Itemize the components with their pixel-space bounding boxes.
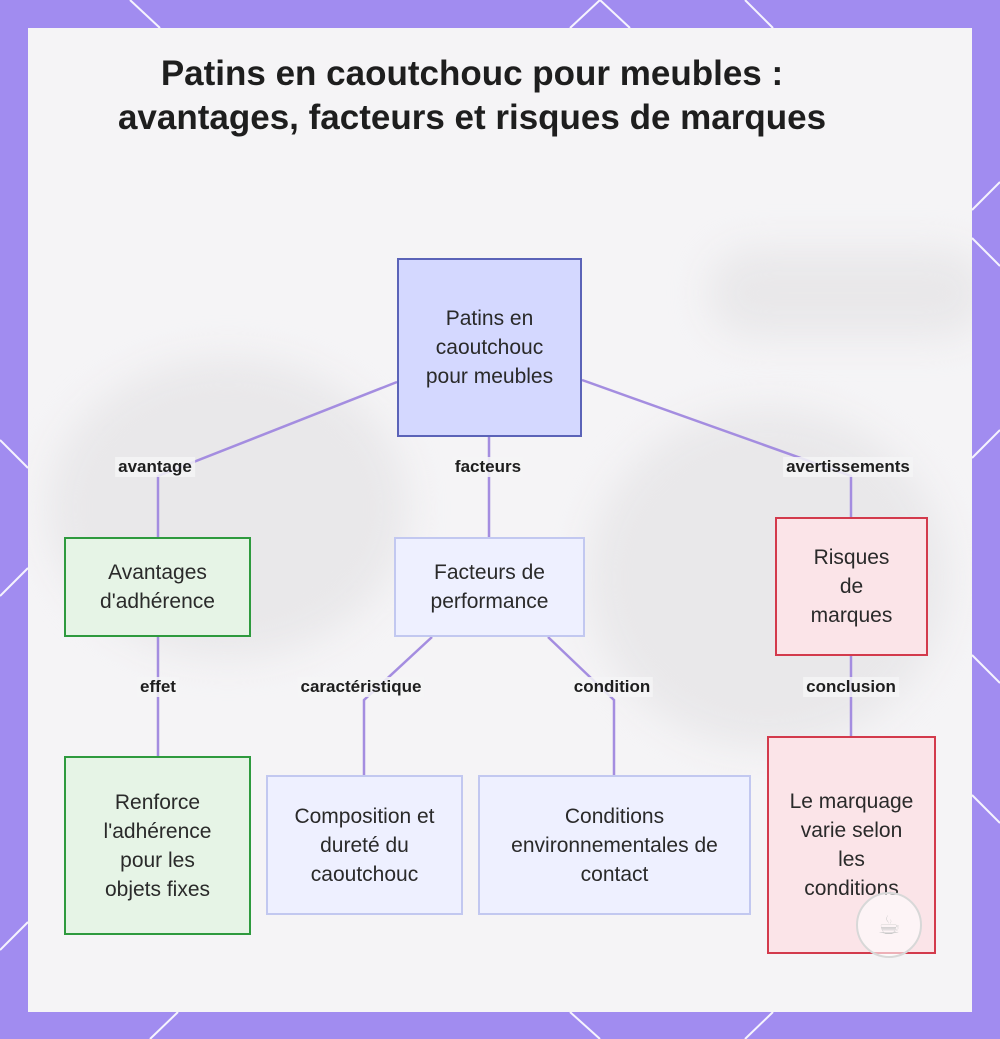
edge-label-avantage: avantage (115, 457, 195, 477)
edge-label-avertissements: avertissements (783, 457, 913, 477)
edge-caracteristique (364, 637, 432, 775)
node-grip: Renforce l'adhérence pour les objets fix… (64, 756, 251, 935)
node-advantages: Avantages d'adhérence (64, 537, 251, 637)
node-root: Patins en caoutchouc pour meubles (397, 258, 582, 437)
edge-label-caracteristique: caractéristique (298, 677, 425, 697)
edge-label-effet: effet (137, 677, 179, 697)
edge-label-facteurs: facteurs (452, 457, 524, 477)
node-performance: Facteurs de performance (394, 537, 585, 637)
edge-label-conclusion: conclusion (803, 677, 899, 697)
node-conditions: Conditions environnementales de contact (478, 775, 751, 915)
edge-label-condition: condition (571, 677, 653, 697)
edge-avertissements (582, 380, 851, 517)
node-risks: Risques de marques (775, 517, 928, 656)
cup-icon: ☕ (856, 892, 922, 958)
node-composition: Composition et dureté du caoutchouc (266, 775, 463, 915)
edge-condition (548, 637, 614, 775)
